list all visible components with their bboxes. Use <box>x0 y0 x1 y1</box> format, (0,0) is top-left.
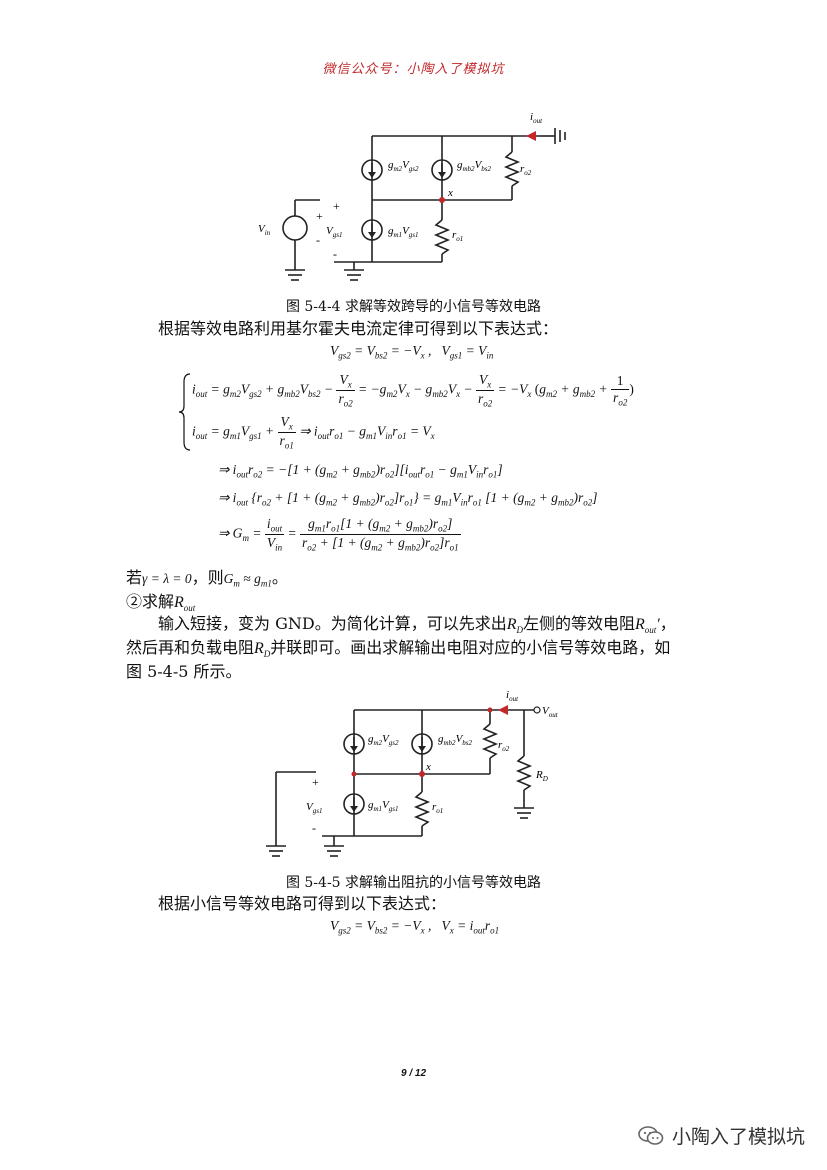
paragraph-small-signal: 根据小信号等效电路可得到以下表达式： <box>158 894 447 913</box>
svg-text:x: x <box>425 761 431 773</box>
page-number: 9 / 12 <box>400 1068 427 1079</box>
svg-text:gm2Vgs2: gm2Vgs2 <box>388 159 419 173</box>
equation-derivation-2: ⇒ iout {ro2 + [1 + (gm2 + gmb2)ro2]ro1} … <box>218 490 598 508</box>
svg-text:-: - <box>312 821 316 835</box>
svg-text:-: - <box>333 247 337 261</box>
paragraph-condition: 若γ = λ = 0，则Gm ≈ gm1。 <box>126 568 288 589</box>
svg-text:gmb2Vbs2: gmb2Vbs2 <box>438 733 473 747</box>
svg-text:ro1: ro1 <box>452 229 463 243</box>
watermark-text: 小陶入了模拟坑 <box>671 1127 805 1148</box>
svg-text:Vin: Vin <box>258 223 271 237</box>
svg-text:Vout: Vout <box>542 705 559 719</box>
figure-5-4-5-caption: 图 5-4-5 求解输出阻抗的小信号等效电路 <box>285 875 542 891</box>
paragraph-kcl-intro: 根据等效电路利用基尔霍夫电流定律可得到以下表达式： <box>158 319 559 338</box>
svg-text:Vgs1: Vgs1 <box>326 225 342 239</box>
figure-5-4-5-circuit: iout Vout RD + Vgs1 - gm2Vgs2 gmb2Vbs2 r… <box>266 689 559 857</box>
svg-text:gm1Vgs1: gm1Vgs1 <box>388 225 419 239</box>
equation-derivation-1: ⇒ ioutro2 = −[1 + (gm2 + gmb2)ro2][ioutr… <box>218 462 503 480</box>
svg-text:+: + <box>333 199 340 213</box>
svg-text:gm2Vgs2: gm2Vgs2 <box>368 733 399 747</box>
svg-text:+: + <box>312 775 319 789</box>
svg-text:gm1Vgs1: gm1Vgs1 <box>368 799 399 813</box>
svg-text:x: x <box>447 187 453 199</box>
section-heading-rout: ②求解Rout <box>126 592 196 614</box>
equation-vx-relation: Vgs2 = Vbs2 = −Vx , Vx = ioutro1 <box>330 918 500 936</box>
fig1-iout-label: iout <box>530 111 543 125</box>
page-header: 微信公众号：小陶入了模拟坑 <box>322 62 505 77</box>
equation-vgs-relations: Vgs2 = Vbs2 = −Vx , Vgs1 = Vin <box>330 343 494 361</box>
paragraph-rout-2: 然后再和负载电阻RD并联即可。画出求解输出电阻对应的小信号等效电路，如 <box>126 638 671 660</box>
paragraph-rout-1: 输入短接，变为 GND。为简化计算，可以先求出RD左侧的等效电阻Rout′， <box>158 614 676 636</box>
equation-system-brace <box>178 373 191 451</box>
watermark: 小陶入了模拟坑 <box>638 1122 805 1149</box>
svg-text:RD: RD <box>535 769 548 783</box>
figure-5-4-4-circuit: iout Vin + - + Vgs1 - gm2Vgs2 gmb2Vbs2 r… <box>258 111 566 281</box>
figure-5-4-4-caption: 图 5-4-4 求解等效跨导的小信号等效电路 <box>285 299 542 315</box>
svg-text:gmb2Vbs2: gmb2Vbs2 <box>457 159 492 173</box>
svg-text:-: - <box>316 233 320 247</box>
svg-text:iout: iout <box>506 689 519 703</box>
paragraph-rout-3: 图 5-4-5 所示。 <box>126 662 242 681</box>
svg-text:ro2: ro2 <box>498 739 510 753</box>
wechat-icon <box>638 1125 664 1145</box>
svg-text:ro1: ro1 <box>432 801 443 815</box>
svg-text:+: + <box>316 209 323 223</box>
fig2-vout-label: V <box>542 705 550 717</box>
svg-text:ro2: ro2 <box>520 163 532 177</box>
svg-text:Vgs1: Vgs1 <box>306 801 322 815</box>
